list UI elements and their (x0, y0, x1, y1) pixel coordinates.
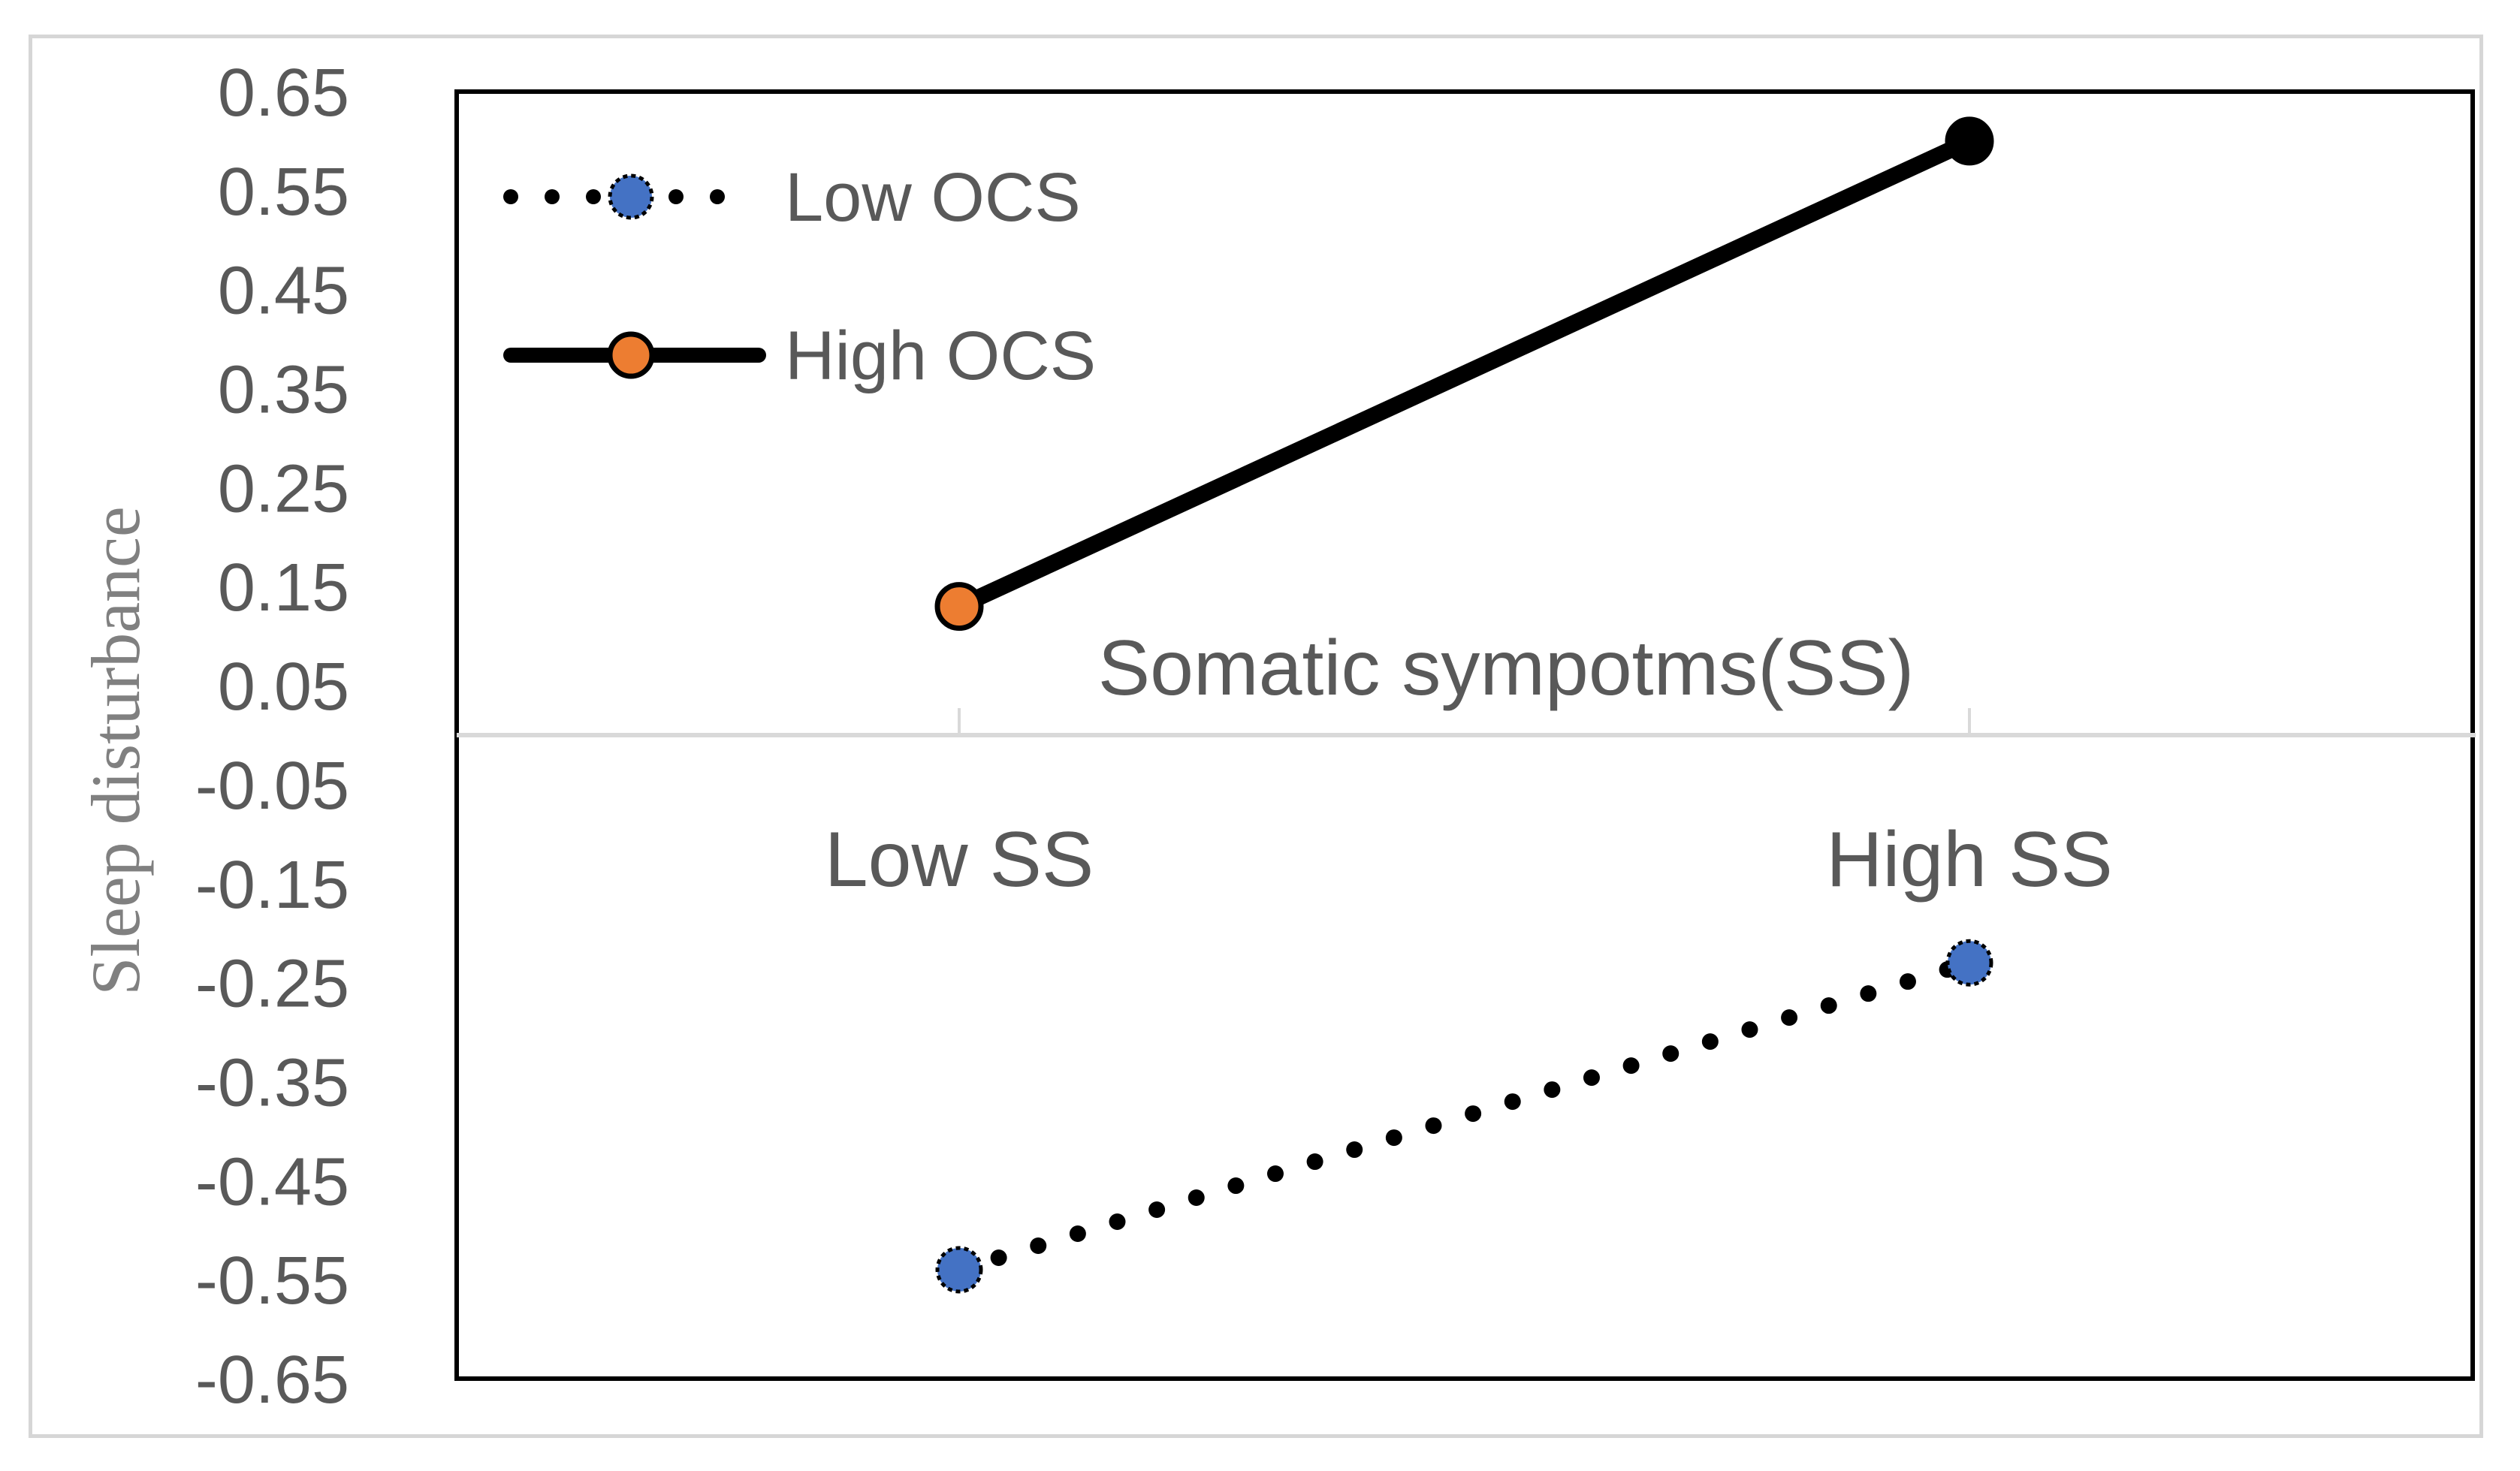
series-line (951, 132, 1978, 615)
plot-area (454, 89, 2476, 1381)
data-point (1945, 939, 1993, 987)
data-point (1945, 116, 1994, 166)
y-tick-label: -0.25 (195, 947, 349, 1022)
legend-marker (607, 331, 655, 379)
series-line (951, 954, 1978, 1278)
x-category-label: High SS (1826, 816, 2113, 903)
y-tick-label: 0.35 (218, 353, 349, 428)
y-tick-label: -0.45 (195, 1144, 349, 1219)
y-tick-label: 0.05 (218, 650, 349, 725)
data-point (935, 1246, 983, 1294)
y-axis-title: Sleep disturbance (77, 506, 154, 995)
y-tick-label: 0.45 (218, 254, 349, 329)
legend-item: High OCS (503, 318, 1096, 394)
y-tick-label: 0.25 (218, 451, 349, 526)
x-axis-categories: Low SS High SS (825, 816, 2113, 903)
y-tick-label: -0.65 (195, 1343, 349, 1418)
y-tick-label: 0.15 (218, 550, 349, 625)
y-tick-label: -0.15 (195, 848, 349, 923)
y-tick-label: -0.55 (195, 1243, 349, 1319)
y-tick-label: -0.35 (195, 1045, 349, 1120)
series-layer (934, 116, 1994, 1294)
x-category-label: Low SS (825, 816, 1094, 903)
legend-item: Low OCS (503, 159, 1081, 236)
legend: Low OCS High OCS (503, 159, 1096, 394)
legend-label: High OCS (785, 318, 1096, 394)
y-axis-ticks: 0.65 0.55 0.45 0.35 0.25 0.15 0.05 -0.05 -0.15 -0… (195, 56, 349, 1418)
data-point (934, 582, 984, 632)
y-tick-label: -0.05 (195, 749, 349, 824)
x-axis-title: Somatic sympotms(SS) (1098, 625, 1914, 712)
legend-marker (608, 173, 654, 220)
series-high-ocs (934, 116, 1994, 632)
series-low-ocs (935, 939, 1993, 1294)
y-tick-label: 0.55 (218, 155, 349, 230)
y-tick-label: 0.65 (218, 56, 349, 131)
legend-label: Low OCS (785, 159, 1081, 236)
